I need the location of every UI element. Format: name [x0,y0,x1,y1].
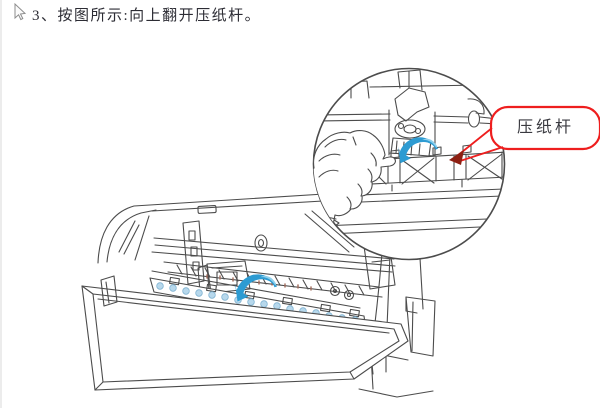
mouse-cursor-icon [14,2,27,21]
callout-label: 压纸杆 [516,119,574,136]
printer-platen [163,261,383,298]
printer-line-art [81,192,436,398]
printer-right-side [358,252,436,398]
instruction-text: 3、按图所示:向上翻开压纸杆。 [32,8,262,24]
magnifier-circle [312,67,506,261]
callout [449,105,600,165]
callout-arrow [449,127,504,165]
printer-front-cover-open [81,275,409,391]
